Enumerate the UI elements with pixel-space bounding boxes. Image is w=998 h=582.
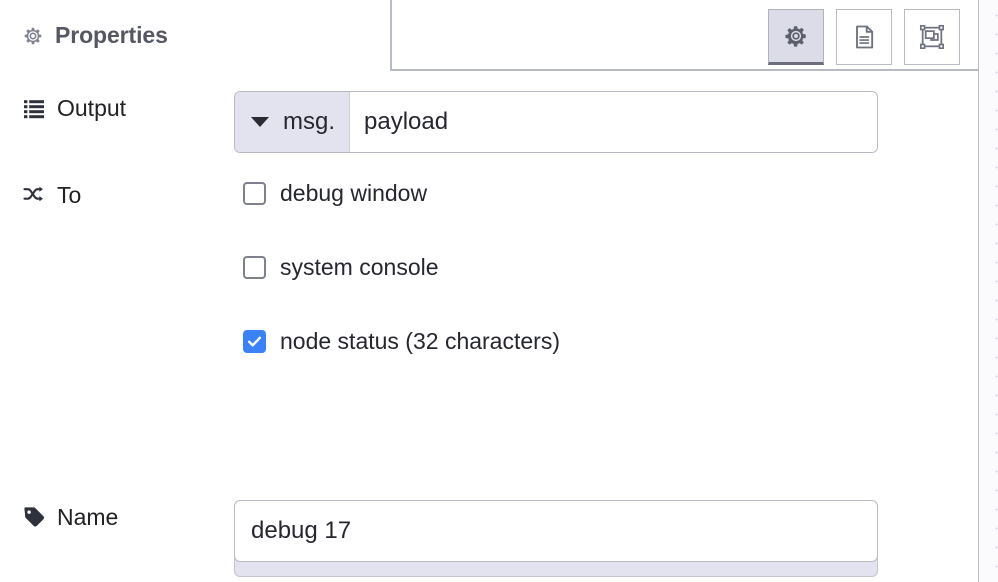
- gear-icon: [22, 25, 44, 47]
- checkbox-system-console[interactable]: system console: [243, 256, 439, 279]
- appearance-icon: [918, 23, 946, 51]
- panel-header-actions: [768, 9, 960, 65]
- checkbox-node-status-label: node status (32 characters): [280, 328, 560, 354]
- checkbox-debug-window-label: debug window: [280, 180, 428, 206]
- properties-form: Output msg. payload: [0, 71, 979, 582]
- checkbox-box: [243, 330, 266, 353]
- output-type-label: msg.: [283, 108, 336, 135]
- tabbar-divider: [0, 69, 979, 71]
- gear-icon: [783, 23, 809, 49]
- checkbox-debug-window[interactable]: debug window: [243, 182, 427, 205]
- tab-properties-label: Properties: [55, 22, 168, 48]
- checkbox-box: [243, 182, 266, 205]
- document-icon: [850, 23, 878, 51]
- chevron-down-icon: [251, 117, 269, 127]
- output-label: Output: [22, 91, 222, 125]
- name-input[interactable]: debug 17: [234, 500, 878, 562]
- output-typed-input[interactable]: msg. payload: [234, 91, 878, 153]
- node-appearance-button[interactable]: [904, 9, 960, 65]
- name-label-text: Name: [57, 503, 119, 530]
- panel-tabbar: Properties: [0, 0, 979, 71]
- node-description-button[interactable]: [836, 9, 892, 65]
- shuffle-icon: [22, 183, 46, 207]
- to-label: To: [22, 178, 222, 212]
- name-label: Name: [22, 500, 222, 534]
- tab-properties[interactable]: Properties: [0, 0, 392, 71]
- check-icon: [247, 336, 262, 347]
- list-icon: [22, 96, 46, 120]
- tag-icon: [22, 505, 46, 529]
- output-property-input[interactable]: payload: [350, 92, 877, 152]
- checkbox-system-console-label: system console: [280, 254, 439, 280]
- output-label-text: Output: [57, 94, 127, 121]
- node-settings-button[interactable]: [768, 9, 824, 65]
- output-type-select[interactable]: msg.: [235, 92, 351, 152]
- to-label-text: To: [57, 181, 82, 208]
- flow-canvas-strip: [979, 0, 998, 582]
- checkbox-box: [243, 256, 266, 279]
- checkbox-node-status[interactable]: node status (32 characters): [243, 330, 560, 353]
